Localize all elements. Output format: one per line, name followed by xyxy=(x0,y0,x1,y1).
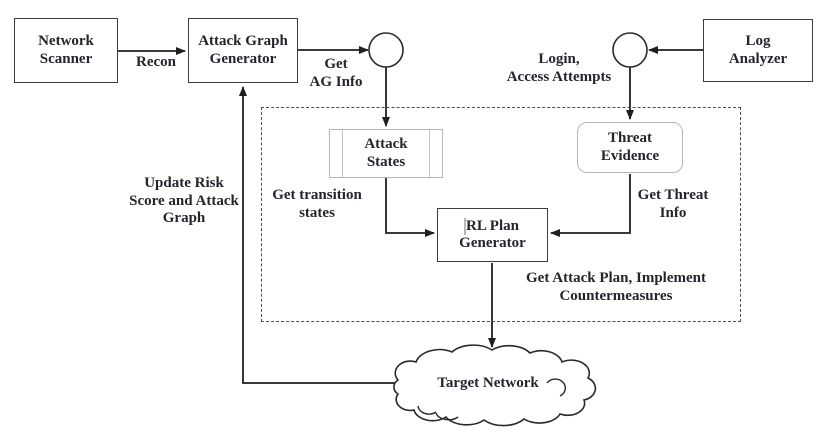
edge-label-get-threat-info: Get Threat Info xyxy=(637,187,709,221)
target-network-label: Target Network xyxy=(437,375,539,391)
junction-circle-right xyxy=(612,32,648,68)
edge-label-update-risk-score: Update Risk Score and Attack Graph xyxy=(129,175,239,227)
cloud-bottom-detail xyxy=(417,405,459,421)
arrow-get-transition-states xyxy=(385,178,435,237)
edge-label-login-access-attempts: Login, Access Attempts xyxy=(506,51,612,85)
attack-states-left-stripe xyxy=(342,130,343,177)
rl-plan-generator-label: RL Plan Generator xyxy=(459,217,526,251)
network-scanner-node: Network Scanner xyxy=(14,18,118,83)
threat-evidence-node: Threat Evidence xyxy=(577,122,683,173)
threat-evidence-label: Threat Evidence xyxy=(600,130,660,164)
log-analyzer-label: Log Analyzer xyxy=(728,33,788,67)
arrow-get-threat-info xyxy=(550,174,631,237)
attack-graph-generator-label: Attack Graph Generator xyxy=(198,33,288,67)
arrow-update-risk-feedback xyxy=(239,86,396,384)
attack-graph-generator-node: Attack Graph Generator xyxy=(188,18,298,83)
attack-states-label: Attack States xyxy=(364,136,408,170)
rl-plan-generator-node: RL Plan Generator xyxy=(437,208,548,262)
network-scanner-label: Network Scanner xyxy=(38,33,94,67)
attack-states-node: Attack States xyxy=(329,129,443,178)
edge-label-get-transition-states: Get transition states xyxy=(272,187,362,221)
attack-states-right-stripe xyxy=(429,130,430,177)
edge-label-get-ag-info: Get AG Info xyxy=(309,56,363,90)
text-caret-artifact xyxy=(464,218,466,235)
target-network-cloud xyxy=(393,344,597,427)
planner-module-boundary xyxy=(261,107,741,322)
junction-circle-left xyxy=(368,32,404,68)
cloud-curl-detail xyxy=(546,378,566,397)
edge-label-get-attack-plan: Get Attack Plan, Implement Countermeasur… xyxy=(526,270,706,304)
log-analyzer-node: Log Analyzer xyxy=(703,19,813,82)
edge-label-recon: Recon xyxy=(136,54,176,70)
